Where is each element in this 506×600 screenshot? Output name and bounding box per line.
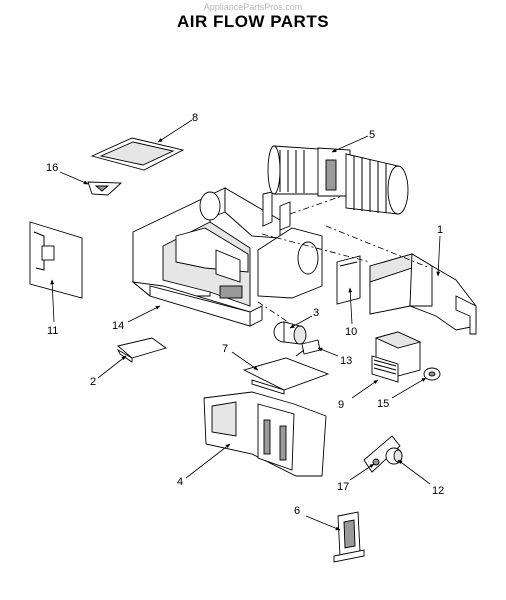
callout-16: 16	[46, 162, 58, 174]
assembly-lines	[257, 195, 431, 323]
callout-4: 4	[177, 476, 183, 488]
part-5-blower-motor[interactable]	[267, 145, 409, 215]
callout-15: 15	[377, 398, 389, 410]
part-7-cover[interactable]	[242, 357, 330, 395]
callout-6: 6	[294, 505, 300, 517]
callout-10: 10	[345, 326, 357, 338]
watermark: AppliancePartsPros.com	[203, 2, 303, 12]
part-8-filter[interactable]	[90, 137, 185, 171]
leader-lines	[50, 119, 441, 531]
callout-8: 8	[192, 112, 198, 124]
page-title: AIR FLOW PARTS	[176, 12, 330, 31]
part-2-bracket[interactable]	[116, 337, 168, 363]
callout-17: 17	[337, 481, 349, 493]
callout-5: 5	[369, 129, 375, 141]
callout-14: 14	[112, 320, 124, 332]
part-10-panel[interactable]	[336, 255, 361, 305]
callout-13: 13	[340, 355, 352, 367]
part-16-grille[interactable]	[87, 181, 123, 196]
part-14-base-chassis[interactable]	[131, 187, 323, 327]
part-15-thermal-switch[interactable]	[423, 367, 441, 381]
callout-12: 12	[432, 485, 444, 497]
callout-9: 9	[338, 399, 344, 411]
part-3-damper[interactable]	[273, 321, 307, 345]
part-4-air-guide[interactable]	[203, 391, 327, 477]
part-17-bracket[interactable]	[363, 435, 401, 473]
part-1-air-duct[interactable]	[369, 253, 477, 335]
callout-2: 2	[90, 376, 96, 388]
callout-7: 7	[222, 343, 228, 355]
part-11-side-plate[interactable]	[29, 221, 83, 299]
part-9-transformer[interactable]	[371, 331, 422, 383]
callout-labels: 8 5 16 1 11 14 10 3 13 7 2 9 15 4 17 12 …	[46, 112, 444, 517]
part-6-latch[interactable]	[333, 511, 365, 563]
callout-3: 3	[313, 307, 319, 319]
callout-1: 1	[437, 224, 443, 236]
callout-11: 11	[47, 325, 58, 337]
